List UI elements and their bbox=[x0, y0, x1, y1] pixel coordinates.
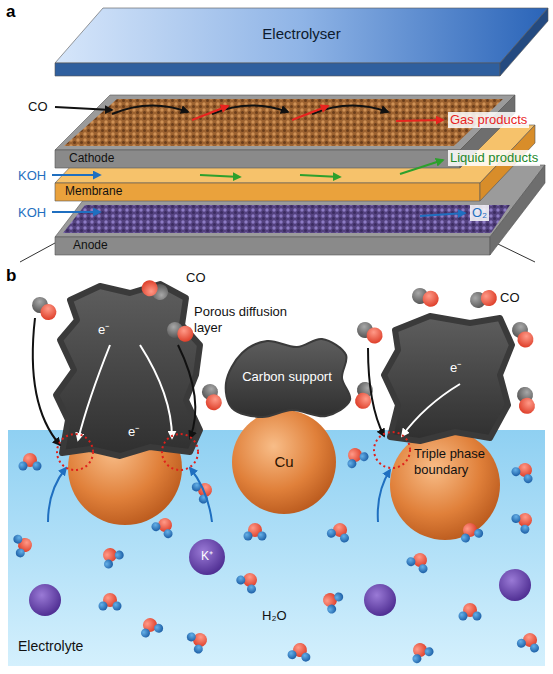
carbon-atom bbox=[356, 381, 375, 400]
potassium-ion: K⁺ bbox=[189, 539, 225, 575]
oxygen-atom bbox=[354, 392, 373, 411]
electrolyser-plate-shape bbox=[55, 8, 548, 78]
co-diffusion-arrow bbox=[178, 345, 195, 438]
cathode-plate: Cathode bbox=[55, 90, 515, 170]
label-anchor: KOH bbox=[18, 205, 46, 221]
oxygen-atom bbox=[421, 289, 441, 309]
oxygen-atom bbox=[480, 289, 499, 308]
plate-top-face bbox=[55, 95, 515, 150]
oxygen-atom bbox=[518, 397, 537, 416]
annotation-label: KOH bbox=[18, 168, 46, 184]
oxygen-atom bbox=[139, 278, 160, 299]
catalyst-layer bbox=[63, 205, 510, 233]
plate-front-face bbox=[55, 63, 500, 76]
oxygen-atom bbox=[175, 324, 196, 345]
label-anchor: CO bbox=[28, 99, 48, 115]
label-anchor: e⁻ bbox=[450, 360, 461, 376]
carbon-support-particle: Carbon support bbox=[222, 338, 352, 418]
co-molecule bbox=[354, 319, 385, 346]
plate-front-face bbox=[55, 183, 480, 201]
node-label: Electrolyte bbox=[18, 638, 83, 655]
annotation-label: CO bbox=[500, 290, 520, 306]
node-label: Carbon support bbox=[242, 369, 332, 385]
electron-arrow bbox=[402, 384, 460, 436]
electron-arrow bbox=[140, 345, 172, 438]
annotation-label: e⁻ bbox=[450, 360, 461, 376]
co-molecule bbox=[165, 320, 196, 344]
node-label: Membrane bbox=[65, 184, 122, 198]
particle-circle bbox=[189, 539, 225, 575]
co-molecule bbox=[139, 278, 170, 302]
electron-arrow bbox=[78, 345, 110, 440]
label-anchor: a bbox=[6, 2, 15, 22]
plate-front-face bbox=[55, 237, 490, 255]
cathode-plate-shape bbox=[55, 90, 515, 170]
node-label: Anode bbox=[73, 238, 108, 252]
co-molecule bbox=[354, 381, 374, 410]
plate-side-face bbox=[500, 8, 548, 76]
co-diffusion-arrow bbox=[33, 318, 60, 445]
plate-top-face bbox=[55, 125, 535, 183]
carbon-particle bbox=[384, 316, 512, 441]
node-label: Electrolyser bbox=[262, 25, 340, 43]
carbon-atom bbox=[200, 382, 221, 403]
co-molecule bbox=[410, 286, 440, 308]
annotation-label: e⁻ bbox=[98, 322, 109, 338]
node-label: Cu bbox=[274, 453, 293, 471]
carbon-atom bbox=[469, 291, 488, 310]
catalyst-layer bbox=[64, 99, 503, 146]
co-molecule bbox=[200, 382, 224, 413]
node-label: Cathode bbox=[69, 151, 114, 165]
carbon-atom bbox=[29, 294, 52, 317]
label-anchor: CO bbox=[500, 290, 520, 306]
annotation-label: CO bbox=[28, 99, 48, 115]
panel-letter: a bbox=[6, 2, 15, 22]
carbon-atom bbox=[150, 282, 171, 303]
co-molecule bbox=[509, 319, 536, 350]
co-diffusion-arrow bbox=[368, 348, 384, 436]
co-molecule bbox=[29, 294, 60, 324]
annotation-label: CO bbox=[186, 270, 206, 286]
carbon-atom bbox=[509, 319, 531, 341]
oxygen-atom bbox=[37, 301, 60, 324]
label-anchor: b bbox=[6, 266, 16, 286]
carbon-atom bbox=[516, 386, 535, 405]
carbon-atom bbox=[410, 286, 430, 306]
region-fill bbox=[8, 430, 545, 666]
plate-side-face bbox=[490, 165, 545, 255]
oxygen-atom bbox=[515, 329, 537, 351]
annotation-label: KOH bbox=[18, 205, 46, 221]
plate-top-face bbox=[55, 165, 545, 237]
co-molecule bbox=[469, 289, 498, 309]
oxygen-atom bbox=[364, 325, 386, 347]
oxygen-atom bbox=[204, 392, 225, 413]
co-molecule bbox=[516, 386, 536, 415]
carbon-blob bbox=[226, 339, 351, 417]
cu-particle: Cu bbox=[232, 410, 336, 514]
label-anchor: KOH bbox=[18, 168, 46, 184]
label-anchor: CO bbox=[186, 270, 206, 286]
label-anchor: e⁻ bbox=[98, 322, 109, 338]
annotation-label: Porous diffusion layer bbox=[194, 304, 298, 335]
carbon-atom bbox=[354, 319, 376, 341]
label-anchor: Porous diffusion layer bbox=[194, 304, 298, 335]
panel-letter: b bbox=[6, 266, 16, 286]
node-label: K⁺ bbox=[201, 549, 213, 563]
plate-top-face bbox=[55, 8, 548, 63]
particle-circle bbox=[232, 410, 336, 514]
electrolyser-plate: Electrolyser bbox=[55, 8, 548, 78]
carbon-atom bbox=[165, 320, 186, 341]
plate-front-face bbox=[55, 150, 460, 168]
